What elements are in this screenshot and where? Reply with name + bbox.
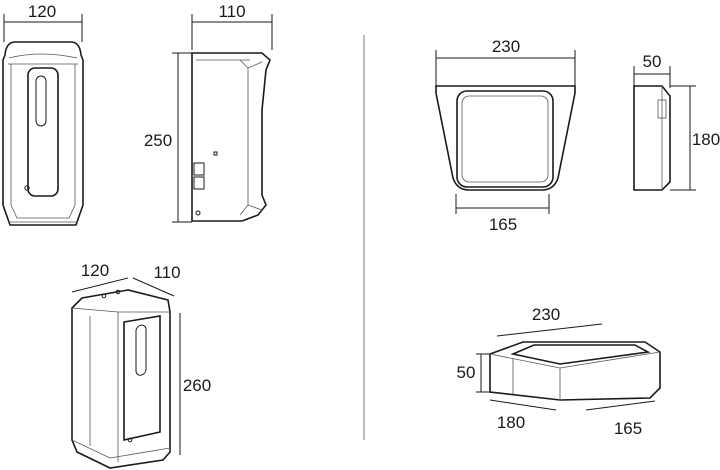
dispenser-front-body: [2, 41, 84, 226]
tray-iso-view: 230 50 180 165: [457, 305, 661, 438]
tray-iso-height-dimension: 50: [457, 353, 490, 393]
tray-iso-body: [489, 341, 661, 401]
level-window: [35, 75, 47, 127]
iso-height-label: 260: [183, 376, 211, 395]
side-height-label: 250: [144, 131, 172, 150]
iso-front-panel: [123, 315, 161, 441]
tray-iso-height-label: 50: [457, 363, 476, 382]
iso-level-window: [135, 324, 147, 376]
tray-top-view: 230 165: [435, 37, 576, 234]
side-height-dimension: 250: [144, 52, 192, 223]
front-panel: [27, 67, 59, 197]
side-indicator: [213, 151, 218, 156]
tray-side-view: 50 180: [633, 52, 720, 191]
tray-iso-width-dimension: 230: [496, 305, 603, 337]
iso-depth-dimension: 110: [132, 263, 181, 297]
tray-iso-inner-rim: [510, 344, 651, 365]
front-width-label: 120: [28, 2, 56, 21]
dispenser-iso-view: 120 110 260: [71, 261, 211, 469]
tray-length-label: 180: [692, 130, 720, 149]
dispenser-side-body: [191, 52, 271, 222]
tray-top-body: [435, 85, 576, 191]
tray-outer-width-dimension: 230: [435, 37, 576, 88]
tray-thickness-dimension: 50: [633, 52, 671, 88]
side-depth-dimension: 110: [191, 2, 273, 50]
tray-iso-inner-width-dimension: 165: [585, 400, 656, 438]
tray-iso-inner-width-label: 165: [614, 419, 642, 438]
tray-length-dimension: 180: [670, 85, 720, 191]
tray-iso-width-label: 230: [532, 305, 560, 324]
tray-outer-width-label: 230: [492, 37, 520, 56]
iso-height-dimension: 260: [179, 313, 211, 455]
tray-iso-length-dimension: 180: [489, 399, 557, 432]
side-screw: [195, 210, 201, 216]
switch-upper: [193, 162, 205, 176]
side-depth-label: 110: [218, 2, 245, 21]
iso-depth-label: 110: [153, 263, 180, 282]
iso-top-dot-2: [115, 289, 121, 295]
switch-lower: [193, 176, 205, 190]
tray-top-inner-rim: [456, 90, 554, 188]
iso-width-dimension: 120: [71, 261, 129, 293]
tray-inner-width-label: 165: [489, 215, 517, 234]
tray-thickness-label: 50: [643, 52, 662, 71]
iso-top-dot-1: [101, 293, 107, 299]
iso-sensor-dot: [127, 437, 133, 443]
sensor-dot: [24, 185, 30, 191]
dispenser-front-view: 120: [2, 2, 84, 226]
tray-side-body: [633, 85, 671, 191]
tray-inner-width-dimension: 165: [455, 194, 550, 234]
dispenser-side-view: 110 250: [144, 2, 273, 223]
iso-width-label: 120: [81, 261, 109, 280]
tray-iso-length-label: 180: [497, 413, 525, 432]
front-width-dimension: 120: [3, 2, 83, 42]
